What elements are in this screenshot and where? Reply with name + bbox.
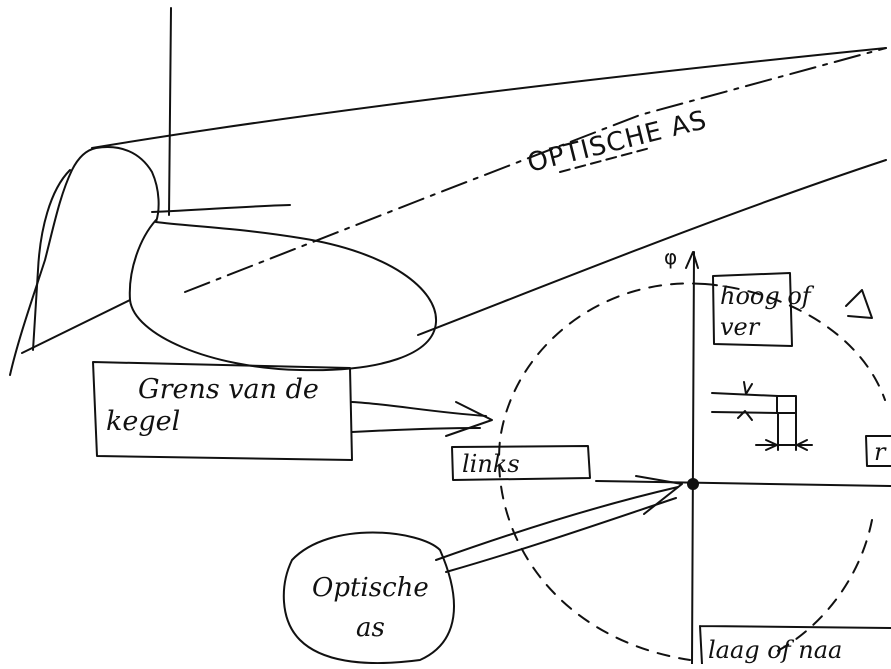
phi-axis-label: φ xyxy=(664,245,677,269)
grens-pointer-arrow xyxy=(351,401,487,433)
cone-base-top-edge xyxy=(151,204,291,213)
dimension-line-top xyxy=(711,392,779,397)
optical-axis-label: OPTISCHE AS xyxy=(524,105,710,179)
optical-axis-point xyxy=(687,478,699,490)
optische-pointer-arrow xyxy=(435,486,679,573)
cone-corner-line xyxy=(21,299,131,354)
cone-lower-edge xyxy=(417,159,887,336)
hoog-of-ver-label-line2: ver xyxy=(720,313,761,341)
grens-box xyxy=(92,361,353,461)
links-box xyxy=(451,445,591,481)
dimension-tick-bottom xyxy=(737,410,753,421)
grens-van-de-kegel-label-line1: Grens van de xyxy=(138,374,319,405)
pixel-square xyxy=(776,395,797,414)
face-profile-outline xyxy=(9,146,160,376)
partial-shape-right xyxy=(845,289,873,319)
rechts-partial-label: r xyxy=(874,438,887,466)
laag-of-naar-label: laag of naa xyxy=(708,636,842,664)
hoog-box xyxy=(712,272,793,347)
dimension-arrow-left xyxy=(765,439,778,451)
optische-arrowhead xyxy=(635,475,683,515)
optische-as-bubble-label-line2: as xyxy=(356,613,385,643)
horizontal-axis xyxy=(595,480,891,487)
cone-base-ellipse xyxy=(128,219,438,372)
optical-axis-label-underline xyxy=(559,147,651,173)
cone-upper-edge xyxy=(91,47,887,149)
cone-boundary-circle xyxy=(498,282,886,661)
hoog-of-ver-label-line1: hoog of xyxy=(720,282,815,310)
laag-box xyxy=(699,625,891,665)
dimension-tick-top xyxy=(743,381,753,395)
optical-axis-dashed-line xyxy=(184,47,887,293)
construction-vertical-line xyxy=(168,7,172,216)
grens-arrowhead xyxy=(445,401,493,437)
rechts-box xyxy=(865,435,891,467)
phi-axis-vertical xyxy=(691,251,695,665)
face-inner-curve xyxy=(32,169,71,351)
grens-van-de-kegel-label-line2: kegel xyxy=(106,406,180,437)
optische-as-bubble-label-line1: Optische xyxy=(312,573,429,603)
links-label: links xyxy=(462,450,520,478)
dimension-arrow-right xyxy=(796,439,808,451)
optische-as-bubble xyxy=(282,531,455,665)
phi-axis-arrowhead xyxy=(685,251,699,269)
